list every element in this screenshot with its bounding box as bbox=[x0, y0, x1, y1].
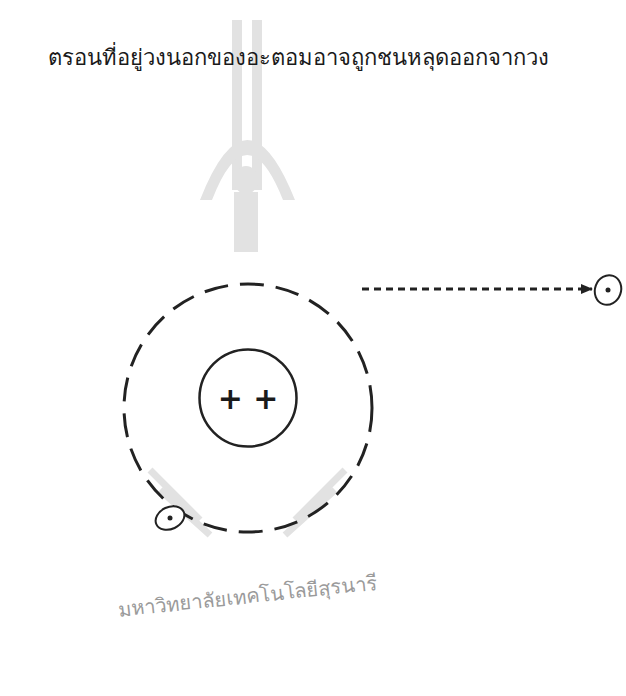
electron bbox=[152, 502, 188, 535]
ejected-electron bbox=[591, 271, 626, 308]
nucleus-circle: + + bbox=[198, 348, 298, 448]
electron-orbit bbox=[124, 284, 372, 532]
watermark-emblem bbox=[150, 20, 345, 535]
ejection-arrow bbox=[362, 288, 592, 291]
watermark-text: มหาวิทยาลัยเทคโนโลยีสุรนารี bbox=[117, 566, 379, 625]
caption-text: ตรอนที่อยู่วงนอกของอะตอมอาจถูกชนหลุดออกจ… bbox=[48, 40, 549, 75]
charge-sign: + + bbox=[198, 382, 298, 415]
